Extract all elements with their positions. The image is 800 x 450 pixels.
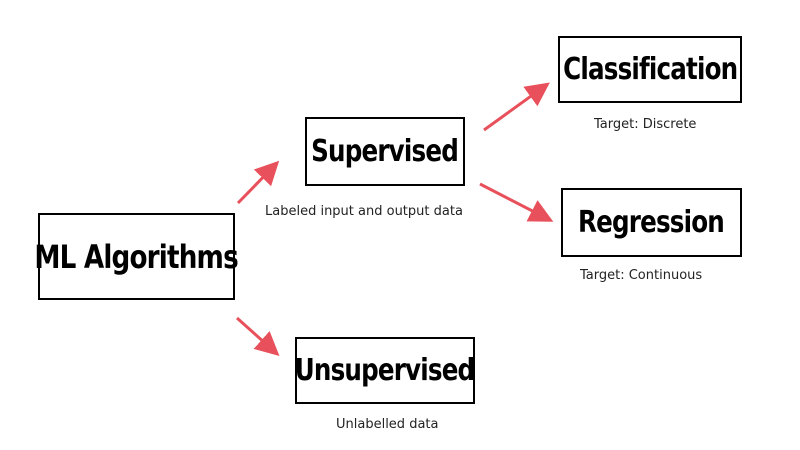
ml-algorithms-label: ML Algorithms <box>34 237 239 276</box>
supervised-label: Supervised <box>311 134 460 169</box>
classification-label: Classification <box>562 52 738 87</box>
classification-caption: Target: Discrete <box>594 117 697 132</box>
arrow-supervised-to-regression <box>479 182 554 222</box>
unsupervised-label: Unsupervised <box>295 353 475 388</box>
regression-label: Regression <box>578 205 726 240</box>
classification-node: Classification <box>558 36 742 103</box>
regression-caption: Target: Continuous <box>580 268 703 283</box>
supervised-caption: Labeled input and output data <box>265 204 463 219</box>
ml-algorithms-node: ML Algorithms <box>35 213 239 300</box>
arrow-supervised-to-classification <box>483 82 550 132</box>
unsupervised-node: Unsupervised <box>295 337 476 404</box>
supervised-node: Supervised <box>305 117 465 186</box>
unsupervised-caption: Unlabelled data <box>336 417 439 432</box>
arrow-root-to-unsupervised <box>235 316 280 357</box>
regression-node: Regression <box>561 188 742 257</box>
arrow-root-to-supervised <box>236 160 280 205</box>
